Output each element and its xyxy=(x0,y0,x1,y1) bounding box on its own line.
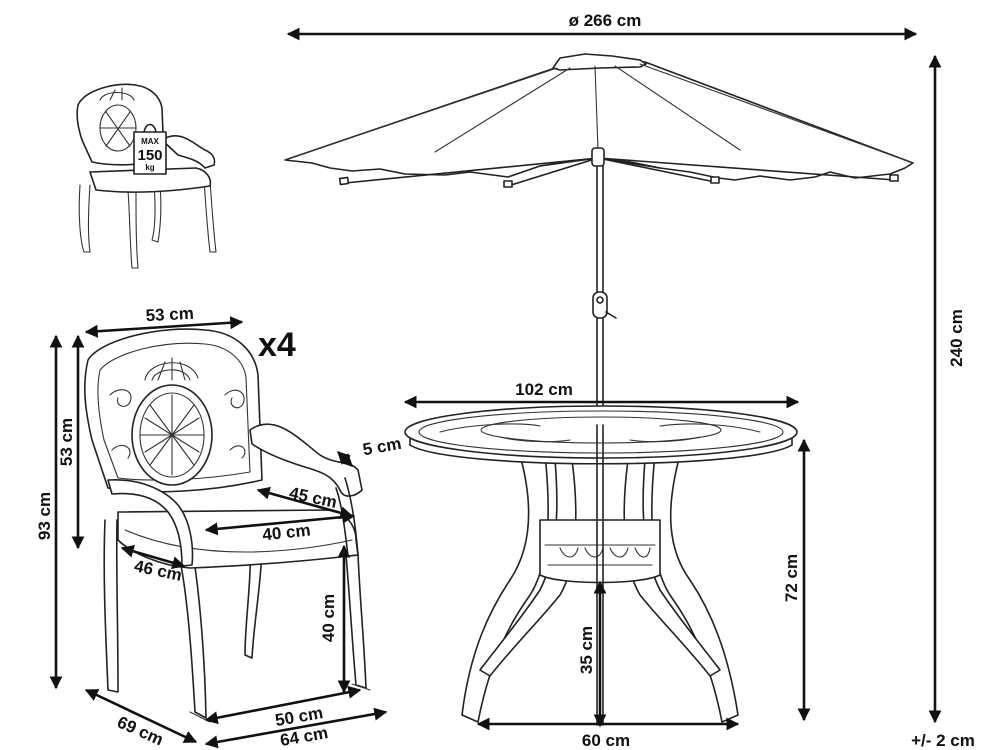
max-load-chair-icon: MAX 150 kg xyxy=(76,83,217,269)
table-base-width-label: 60 cm xyxy=(582,731,630,750)
base-depth-line xyxy=(84,688,198,744)
dimension-lines xyxy=(49,27,942,749)
seat-width-label: 40 cm xyxy=(261,521,311,545)
chair-width-top-line xyxy=(84,316,244,338)
base-width-total-line xyxy=(204,707,388,749)
umbrella-drawing xyxy=(284,53,914,426)
table-drawing xyxy=(404,405,798,726)
table-diameter-label: 102 cm xyxy=(515,380,573,399)
max-load-unit: kg xyxy=(145,163,154,172)
chair-quantity-label: x4 xyxy=(258,326,296,364)
armrest-width-label: 5 cm xyxy=(361,434,402,459)
max-load-title: MAX xyxy=(141,137,159,146)
max-load-value: 150 xyxy=(137,147,162,164)
umbrella-diameter-label: ø 266 cm xyxy=(569,11,642,30)
chair-total-height-label: 93 cm xyxy=(35,492,54,540)
chair-backrest-height-label: 53 cm xyxy=(57,418,76,466)
base-depth-label: 69 cm xyxy=(114,712,166,749)
armrest-width-line xyxy=(337,451,353,467)
tolerance-label: +/- 2 cm xyxy=(911,731,975,750)
table-leg-clearance-label: 35 cm xyxy=(577,626,596,674)
seat-height-label: 40 cm xyxy=(319,594,338,642)
armrest-depth-label: 45 cm xyxy=(288,483,339,512)
table-height-label: 72 cm xyxy=(782,554,801,602)
chair-drawing xyxy=(84,328,371,723)
chair-width-top-label: 53 cm xyxy=(145,304,194,325)
total-height-label: 240 cm xyxy=(947,309,966,367)
seat-depth-line xyxy=(120,545,186,569)
seat-width-line xyxy=(204,510,356,536)
